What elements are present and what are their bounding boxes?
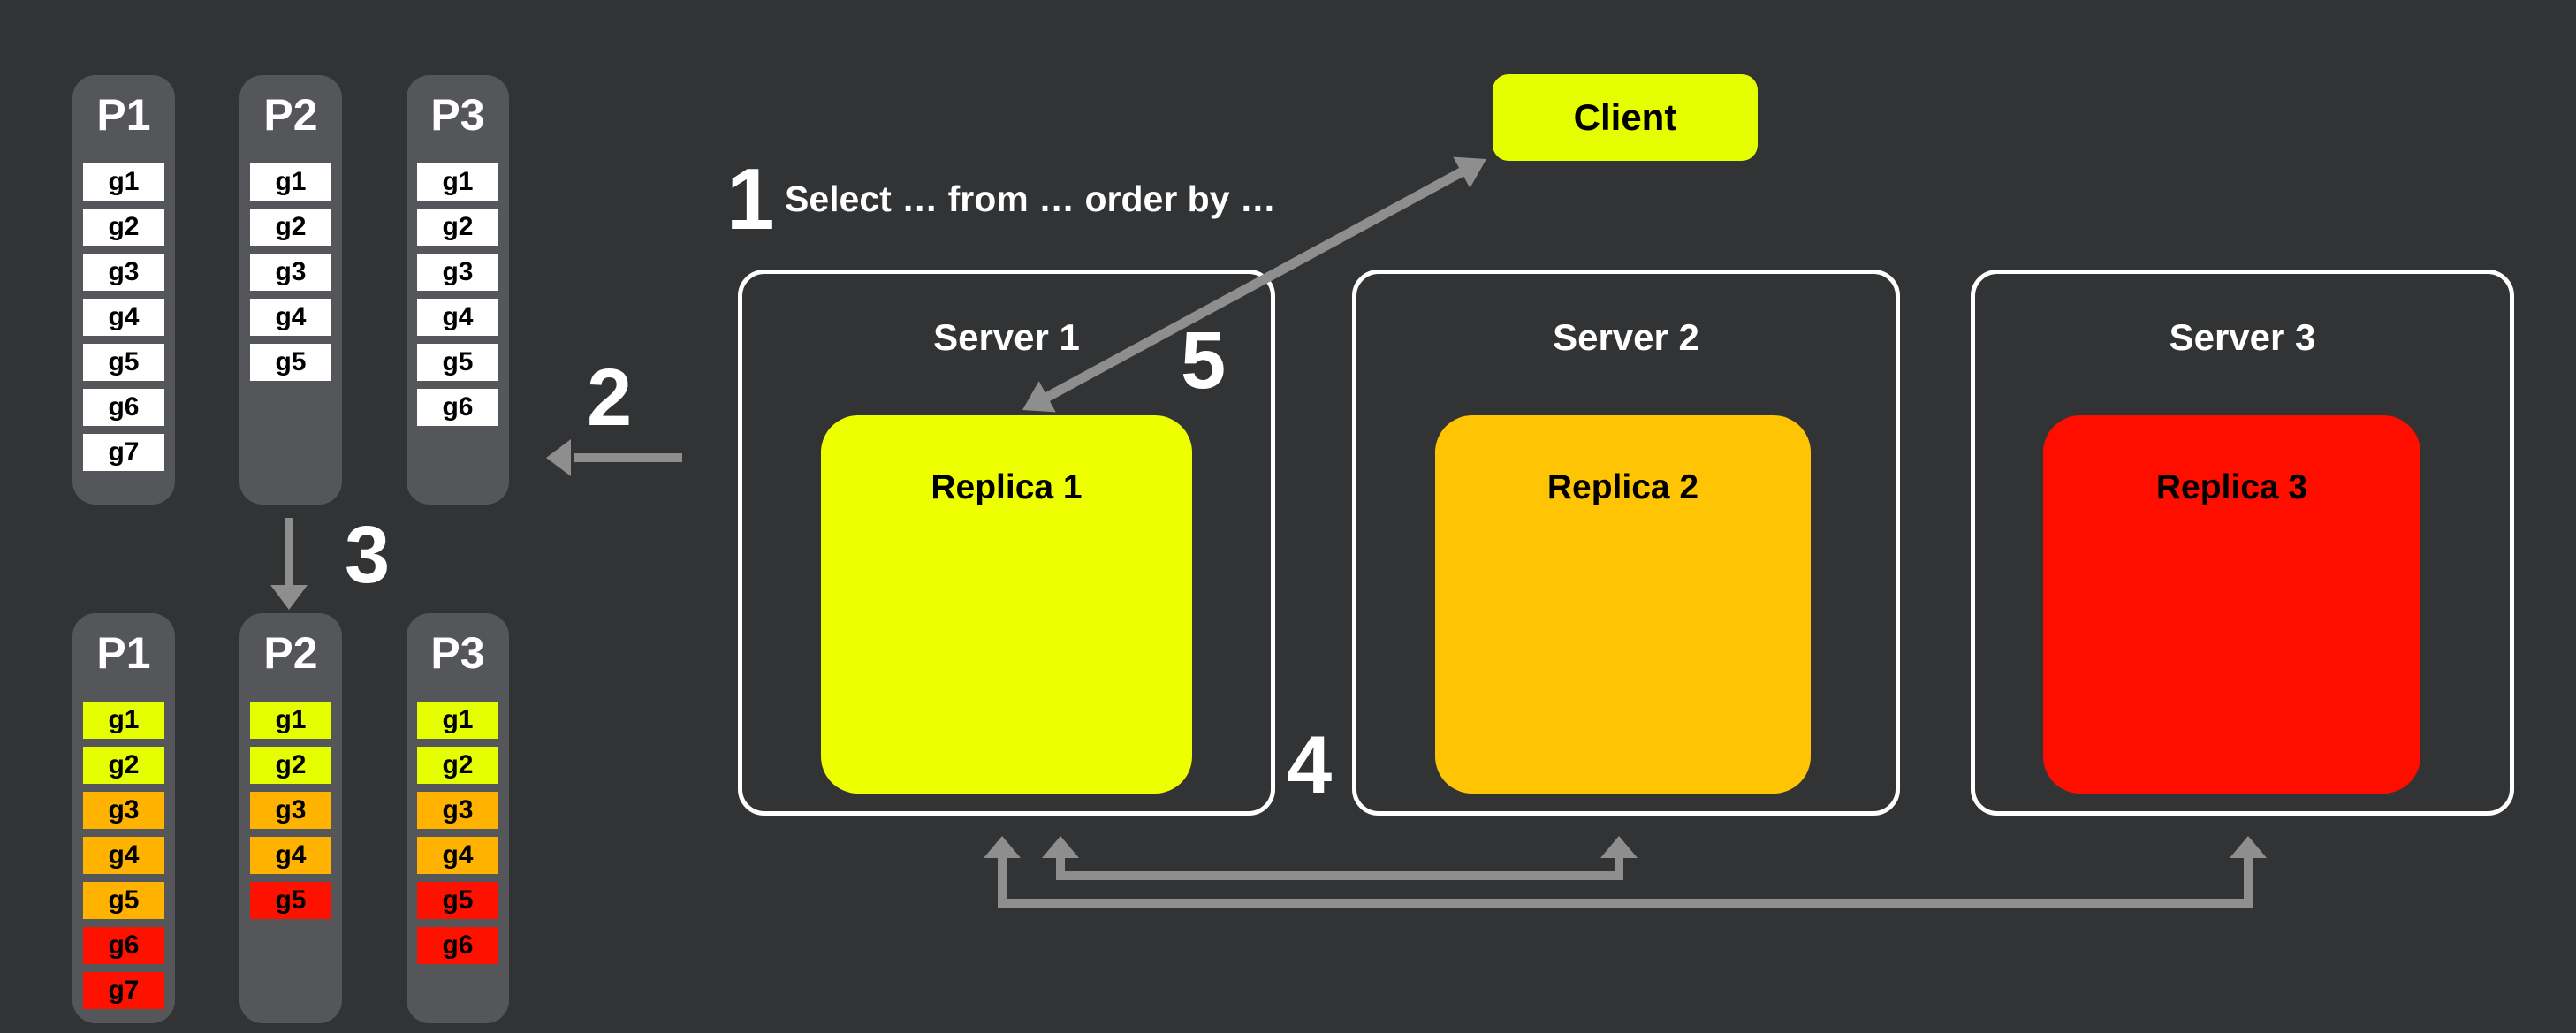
group-cell-g1: g1 xyxy=(417,702,498,739)
client-box: Client xyxy=(1493,74,1758,161)
group-cell-g3: g3 xyxy=(417,254,498,291)
group-cell-g6: g6 xyxy=(417,927,498,964)
group-cell-g5: g5 xyxy=(250,344,331,381)
partition-title: P2 xyxy=(263,628,318,678)
group-cell-g4: g4 xyxy=(250,837,331,874)
server-1-label: Server 1 xyxy=(933,316,1080,358)
replica-3-box: Replica 3 xyxy=(2043,415,2420,794)
group-cell-g4: g4 xyxy=(83,837,164,874)
step3-sort-arrow-down xyxy=(270,518,308,610)
group-cell-g6: g6 xyxy=(83,927,164,964)
server-2-box: Server 2 xyxy=(1352,270,1900,816)
group-cell-g2: g2 xyxy=(417,209,498,246)
group-cell-g3: g3 xyxy=(83,254,164,291)
group-cell-g4: g4 xyxy=(83,299,164,336)
group-cell-g6: g6 xyxy=(83,389,164,426)
sorted-partition-column-p3: P3 g1 g2 g3 g4 g5 g6 xyxy=(407,613,509,1023)
group-cell-g2: g2 xyxy=(250,209,331,246)
replica-2-box: Replica 2 xyxy=(1435,415,1811,794)
server-2-label: Server 2 xyxy=(1553,316,1699,358)
server-3-label: Server 3 xyxy=(2169,316,2316,358)
group-cell-g5: g5 xyxy=(417,344,498,381)
group-cell-g2: g2 xyxy=(83,747,164,784)
group-cell-g5: g5 xyxy=(250,882,331,919)
group-cell-g3: g3 xyxy=(250,254,331,291)
replica-2-label: Replica 2 xyxy=(1546,468,1699,506)
partition-title: P3 xyxy=(430,90,485,140)
group-cell-g1: g1 xyxy=(83,163,164,201)
partition-cells: g1 g2 g3 g4 g5 g6 g7 xyxy=(83,163,164,471)
group-cell-g1: g1 xyxy=(250,163,331,201)
replica-1-box: Replica 1 xyxy=(821,415,1192,794)
step-4-number: 4 xyxy=(1287,720,1333,810)
step-2-number: 2 xyxy=(587,353,633,443)
group-cell-g3: g3 xyxy=(417,792,498,829)
replica-1-label: Replica 1 xyxy=(931,468,1083,506)
partition-cells: g1 g2 g3 g4 g5 g6 g7 xyxy=(83,702,164,1009)
group-cell-g4: g4 xyxy=(417,837,498,874)
replica-3-label: Replica 3 xyxy=(2155,468,2308,506)
group-cell-g7: g7 xyxy=(83,972,164,1009)
partitions-unsorted-group: P1 g1 g2 g3 g4 g5 g6 g7 P2 g1 g2 g3 g4 g5 P3 g1 g2 g3 g4 g5… xyxy=(72,75,509,505)
group-cell-g5: g5 xyxy=(83,882,164,919)
group-cell-g2: g2 xyxy=(83,209,164,246)
sorted-partition-column-p1: P1 g1 g2 g3 g4 g5 g6 g7 xyxy=(72,613,175,1023)
partition-cells: g1 g2 g3 g4 g5 xyxy=(250,163,331,381)
client-label: Client xyxy=(1573,96,1677,138)
group-cell-g4: g4 xyxy=(417,299,498,336)
partition-title: P3 xyxy=(430,628,485,678)
server-3-box: Server 3 xyxy=(1971,270,2514,816)
partition-cells: g1 g2 g3 g4 g5 xyxy=(250,702,331,919)
group-cell-g6: g6 xyxy=(417,389,498,426)
group-cell-g3: g3 xyxy=(83,792,164,829)
unsorted-partition-column-p1: P1 g1 g2 g3 g4 g5 g6 g7 xyxy=(72,75,175,505)
partition-cells: g1 g2 g3 g4 g5 g6 xyxy=(417,163,498,426)
group-cell-g1: g1 xyxy=(83,702,164,739)
group-cell-g5: g5 xyxy=(83,344,164,381)
query-annotation: Select … from … order by … xyxy=(785,178,1276,219)
step4-sync-arrow-long xyxy=(984,836,2267,908)
group-cell-g2: g2 xyxy=(250,747,331,784)
partition-cells: g1 g2 g3 g4 g5 g6 xyxy=(417,702,498,964)
unsorted-partition-column-p3: P3 g1 g2 g3 g4 g5 g6 xyxy=(407,75,509,505)
group-cell-g1: g1 xyxy=(250,702,331,739)
partition-title: P2 xyxy=(263,90,318,140)
group-cell-g2: g2 xyxy=(417,747,498,784)
step2-scatter-arrow-left xyxy=(546,439,682,476)
partition-title: P1 xyxy=(96,90,151,140)
step-3-number: 3 xyxy=(345,510,391,600)
partition-title: P1 xyxy=(96,628,151,678)
group-cell-g5: g5 xyxy=(417,882,498,919)
unsorted-partition-column-p2: P2 g1 g2 g3 g4 g5 xyxy=(239,75,342,505)
group-cell-g3: g3 xyxy=(250,792,331,829)
sorted-partition-column-p2: P2 g1 g2 g3 g4 g5 xyxy=(239,613,342,1023)
group-cell-g1: g1 xyxy=(417,163,498,201)
group-cell-g7: g7 xyxy=(83,434,164,471)
group-cell-g4: g4 xyxy=(250,299,331,336)
partitions-sorted-group: P1 g1 g2 g3 g4 g5 g6 g7 P2 g1 g2 g3 g4 g5 P3 g1 g2 g3 g4 g5… xyxy=(72,613,509,1023)
step-1-number: 1 xyxy=(726,150,775,247)
step4-sync-arrow-short xyxy=(1042,836,1638,880)
